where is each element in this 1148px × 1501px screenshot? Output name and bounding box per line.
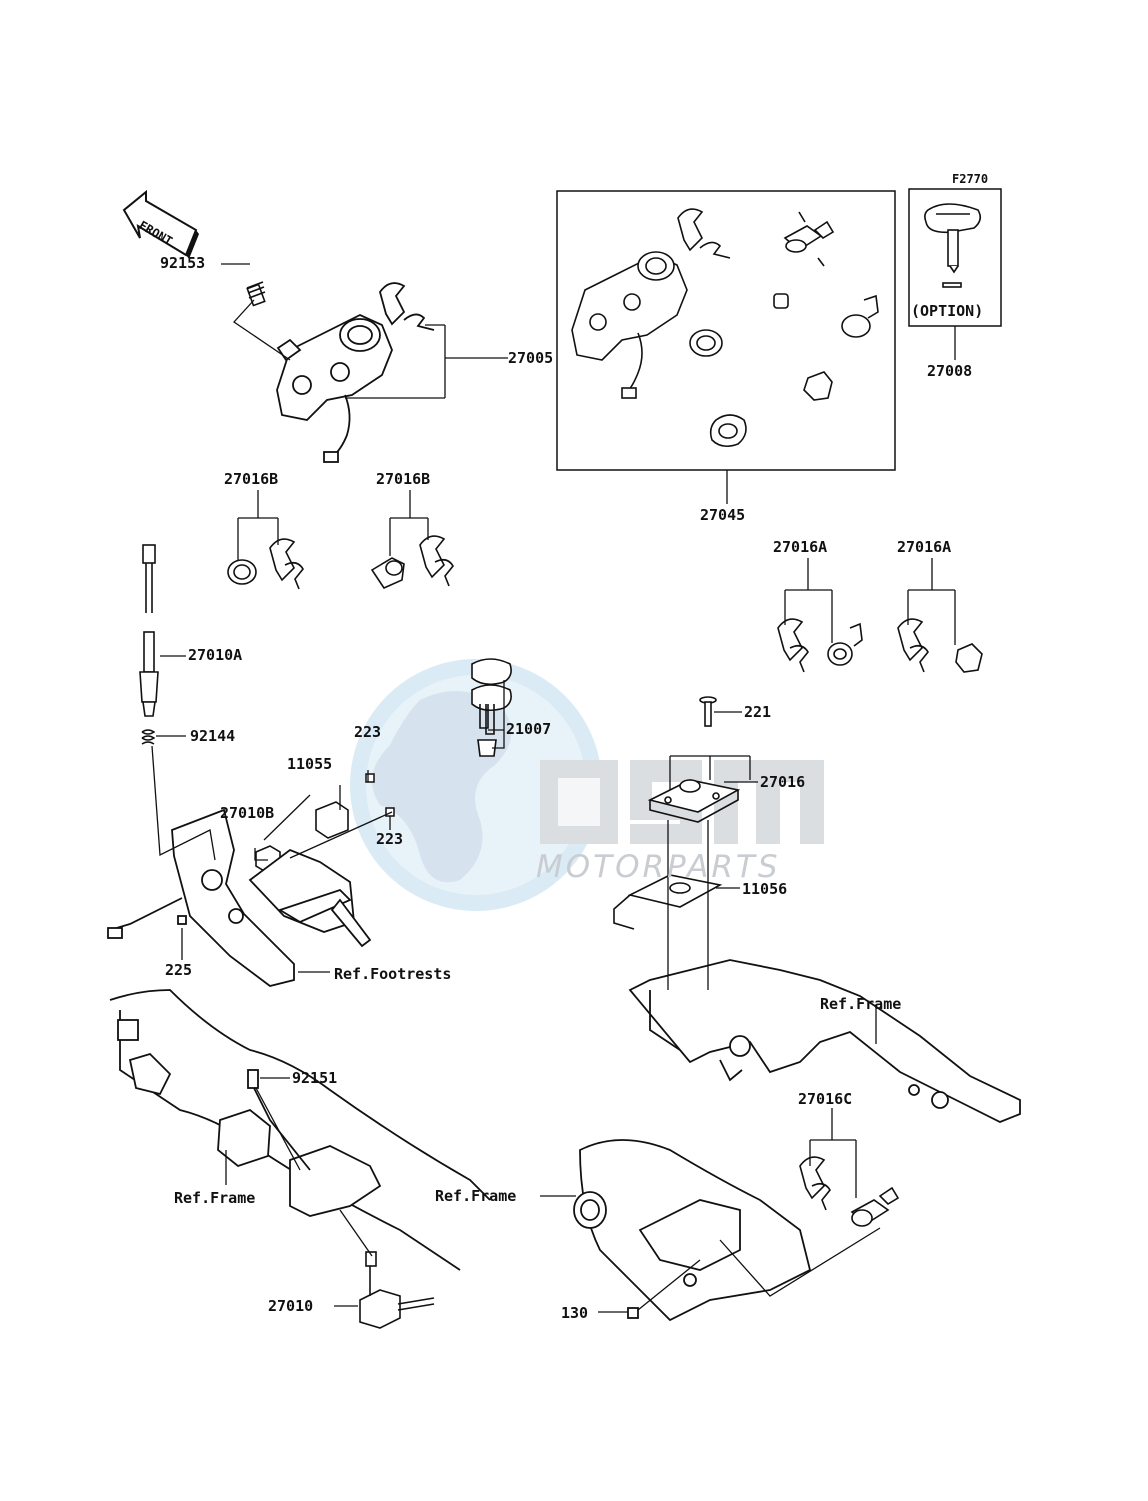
watermark-text: MOTORPARTS (536, 849, 781, 885)
part-label-27016C: 27016C (798, 1090, 853, 1108)
part-label-223-lower: 223 (376, 830, 404, 848)
part-label-92144: 92144 (190, 727, 236, 745)
screw-221 (699, 696, 717, 727)
ref-label-frame-bottom: Ref.Frame (435, 1187, 517, 1205)
option-key-icon (924, 203, 982, 288)
spring-92144 (141, 729, 156, 745)
kit-27045-parts (571, 208, 879, 448)
part-label-225: 225 (165, 961, 193, 979)
part-label-92151: 92151 (292, 1069, 338, 1087)
lock-27016 (647, 779, 741, 823)
ref-label-frame-right: Ref.Frame (820, 995, 902, 1013)
frame-left-section (109, 989, 491, 1271)
part-label-11055: 11055 (287, 755, 333, 773)
part-label-27008: 27008 (927, 362, 973, 380)
lock-set-27016A-2 (897, 618, 983, 673)
key-set-21007 (471, 658, 512, 757)
part-label-21007: 21007 (506, 720, 552, 738)
ignition-switch-27005 (276, 282, 435, 463)
part-label-27016: 27016 (760, 773, 806, 791)
part-label-27016B-left: 27016B (224, 470, 279, 488)
part-label-27016B-right: 27016B (376, 470, 431, 488)
lock-set-27016A-1 (777, 618, 863, 673)
lock-set-27016B-1 (227, 538, 304, 590)
part-label-27016A-left: 27016A (773, 538, 828, 556)
diagram-code: F2770 (952, 172, 989, 186)
part-label-27016A-right: 27016A (897, 538, 952, 556)
screw-92153 (246, 281, 266, 307)
lock-set-27016C (799, 1156, 900, 1227)
footrest-plate (107, 808, 372, 987)
leader-lines (151, 263, 956, 1313)
switch-27010A (139, 544, 159, 717)
bracket-11056 (613, 874, 723, 930)
lock-set-27016B-2 (370, 535, 454, 590)
switch-27010 (359, 1251, 435, 1329)
part-label-27005: 27005 (508, 349, 554, 367)
part-label-223-upper: 223 (354, 723, 382, 741)
kit-27045-box (556, 190, 896, 471)
part-label-27045: 27045 (700, 506, 746, 524)
option-label: (OPTION) (911, 302, 984, 320)
part-label-221: 221 (744, 703, 772, 721)
part-label-27010: 27010 (268, 1297, 314, 1315)
bracket-11055 (315, 801, 349, 839)
part-label-130: 130 (561, 1304, 589, 1322)
part-label-92153: 92153 (160, 254, 206, 272)
frame-right-section (628, 959, 1021, 1123)
screw-223-upper (365, 773, 375, 783)
front-arrow-icon (122, 189, 199, 259)
frame-bottom-section (573, 1139, 812, 1322)
part-label-27010B: 27010B (220, 804, 275, 822)
part-label-27010A: 27010A (188, 646, 243, 664)
part-label-11056: 11056 (742, 880, 788, 898)
ref-label-footrests: Ref.Footrests (334, 965, 452, 983)
ref-label-frame-left: Ref.Frame (174, 1189, 256, 1207)
